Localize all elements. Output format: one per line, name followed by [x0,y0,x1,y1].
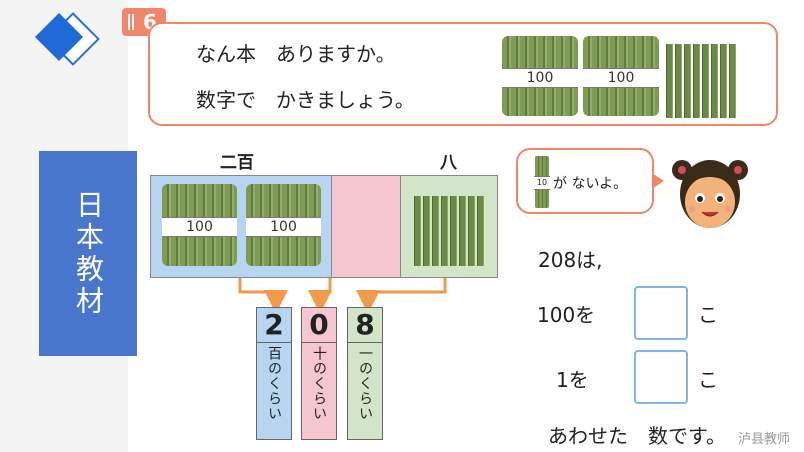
hundred-bundle-icon: 100 [583,36,659,116]
answer-line-3-prefix: 1を [556,368,589,392]
answer-line-4: あわせた 数です。 [548,424,726,448]
sidebar-title: 日本教材 [72,189,105,318]
hundreds-heading: 二百 [220,153,254,173]
arrow-hundreds [238,278,288,314]
bubble-text: が ないよ。 [553,176,628,192]
tab-bars-icon [128,14,134,30]
girl-character-icon [672,160,748,228]
hundred-bundle-icon: 100 [246,184,321,266]
bundle-label: 100 [526,69,554,86]
sidebar-title-box: 日本教材 [39,151,137,356]
question-line-2: 数字で かきましょう。 [196,88,415,112]
answer-line-2-suffix: こ [698,303,718,327]
ten-bundle-label: 10 [534,176,550,190]
arrow-tens [308,278,332,314]
speech-bubble-tail [652,173,664,189]
question-line-1: なん本 ありますか。 [196,42,396,66]
bundle-label: 100 [607,69,635,86]
ones-digit-column: 8 一のくらい [347,307,383,440]
hundreds-count-input[interactable] [634,286,688,340]
arrow-ones [356,278,447,314]
bundle-label: 100 [270,218,297,235]
loose-sticks-icon [666,44,736,118]
question-box [148,22,778,126]
loose-sticks-icon [414,196,484,266]
ones-count-input[interactable] [634,350,688,404]
tens-digit-column: 0 十のくらい [301,307,337,440]
hundreds-place-name: 百のくらい [266,346,282,421]
answer-line-3-suffix: こ [698,368,718,392]
hundred-bundle-icon: 100 [502,36,578,116]
hundreds-digit-column: 2 百のくらい [256,307,292,440]
tens-place-name: 十のくらい [311,346,327,421]
ones-heading: 八 [440,153,457,173]
tens-place-box [331,175,401,278]
ones-digit: 8 [355,308,375,341]
watermark: 泸县教师 [738,432,791,447]
tens-digit: 0 [309,308,329,341]
hundred-bundle-icon: 100 [162,184,237,266]
ten-bundle-icon: 10 [534,156,550,208]
answer-line-2-prefix: 100を [537,303,596,327]
hundreds-digit: 2 [264,308,284,341]
ones-place-name: 一のくらい [357,346,373,421]
bundle-label: 100 [186,218,213,235]
answer-line-1: 208は, [538,248,603,272]
